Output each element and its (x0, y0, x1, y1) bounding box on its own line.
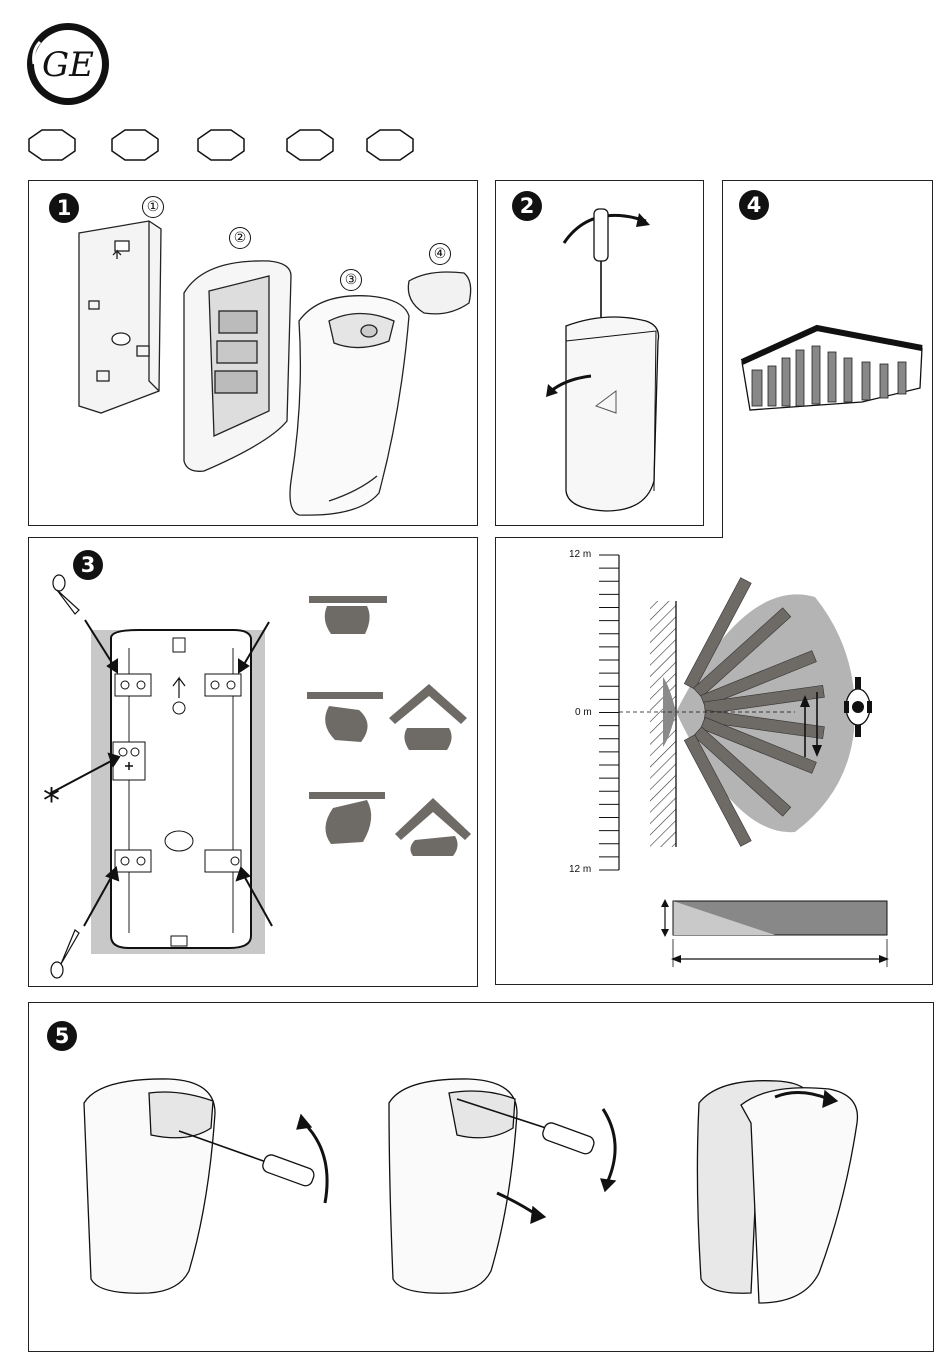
close-cover-illustration (29, 1003, 935, 1353)
step2-panel: 2 (495, 180, 704, 526)
screwdriver-icon (541, 1121, 596, 1156)
language-badge[interactable] (111, 129, 159, 161)
coverage-diagram (495, 537, 933, 985)
mounting-base-illustration (29, 538, 479, 988)
ge-logo: GE (26, 22, 110, 106)
ge-monogram-logo: GE (26, 22, 110, 106)
language-badge[interactable] (197, 129, 245, 161)
step4-badge: 4 (739, 190, 769, 220)
rotate-arrow-icon (601, 1179, 615, 1191)
step5-panel: 5 (28, 1002, 934, 1352)
rotate-arrow-icon (297, 1115, 311, 1129)
push-arrow-icon (531, 1207, 545, 1223)
lens-fan-illustration (722, 310, 933, 420)
range-left-arrow-icon (671, 955, 681, 963)
range-right-arrow-icon (879, 955, 889, 963)
screw-icon (53, 575, 79, 614)
language-badge[interactable] (28, 129, 76, 161)
screwdriver-icon (261, 1153, 316, 1188)
language-badge[interactable] (286, 129, 334, 161)
rotate-arrow-icon (636, 213, 650, 227)
exploded-view-illustration (29, 181, 479, 527)
step1-panel: 1 ① ② ③ ④ (28, 180, 478, 526)
open-cover-illustration (496, 181, 705, 527)
step3-panel: 3 * (28, 537, 478, 987)
svg-text:GE: GE (42, 45, 94, 85)
screw-icon (51, 930, 79, 978)
language-badge[interactable] (366, 129, 414, 161)
screwdriver-icon (594, 209, 608, 261)
